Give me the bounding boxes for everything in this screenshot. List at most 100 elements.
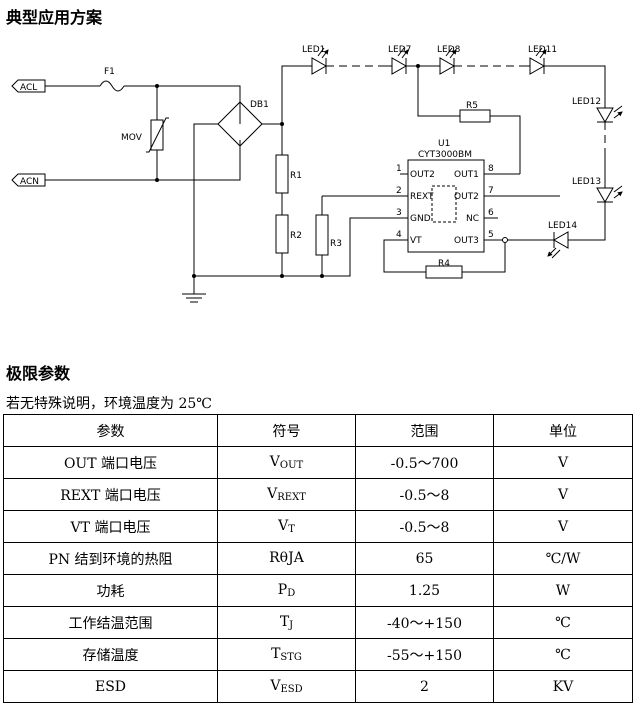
- cell-param: VT 端口电压: [3, 510, 218, 543]
- led7-label: LED7: [388, 45, 411, 55]
- led11-label: LED11: [528, 45, 557, 55]
- led14-label: LED14: [548, 221, 577, 231]
- pin-number-4: 4: [396, 230, 402, 240]
- pin-number-8: 8: [488, 164, 494, 174]
- cell-range: 2: [355, 670, 494, 703]
- table-row: REXT 端口电压 VREXT -0.5～8 V: [3, 478, 633, 511]
- cell-param: 存储温度: [3, 638, 218, 671]
- header-range: 范围: [355, 414, 494, 447]
- pin-out3: OUT3: [454, 236, 479, 246]
- pin-vt: VT: [410, 236, 422, 246]
- resistor-r5: [459, 109, 491, 123]
- pin-number-7: 7: [488, 186, 494, 196]
- table-row: 工作结温范围 TJ -40～+150 ℃: [3, 606, 633, 639]
- led1-icon: [311, 57, 328, 75]
- pin-gnd: GND: [410, 214, 431, 224]
- circuit-diagram: ACL ACN F1 MOV DB1 R1 R2 R3 R4 R5 LED1 L…: [11, 45, 639, 303]
- cell-unit: V: [493, 446, 633, 479]
- cell-unit: ℃: [493, 606, 633, 639]
- cell-range: -55～+150: [355, 638, 494, 671]
- cell-symbol: VREXT: [217, 478, 356, 511]
- header-symbol: 符号: [217, 414, 356, 447]
- table-row: 功耗 PD 1.25 W: [3, 574, 633, 607]
- r1-label: R1: [290, 171, 302, 181]
- ambient-note: 若无特殊说明，环境温度为 25℃: [6, 396, 212, 412]
- table-row: 存储温度 TSTG -55～+150 ℃: [3, 638, 633, 671]
- led1-label: LED1: [302, 45, 325, 55]
- bridge-rectifier-db1: [217, 101, 263, 147]
- cell-param: 工作结温范围: [3, 606, 218, 639]
- pin-out2-right: OUT2: [454, 192, 479, 202]
- table-row: PN 结到环境的热阻 RθJA 65 ℃/W: [3, 542, 633, 575]
- pin-number-1: 1: [396, 164, 402, 174]
- pin-out2-left: OUT2: [410, 170, 435, 180]
- table-row: OUT 端口电压 VOUT -0.5～700 V: [3, 446, 633, 479]
- led7-icon: [380, 57, 440, 75]
- ic-u1: [407, 159, 485, 253]
- pin-rext: REXT: [410, 192, 434, 202]
- cell-range: -0.5～8: [355, 478, 494, 511]
- led12-label: LED12: [572, 97, 601, 107]
- led14-icon: [505, 231, 569, 249]
- r5-label: R5: [466, 101, 478, 111]
- cell-symbol: VESD: [217, 670, 356, 703]
- limits-table: 参数 符号 范围 单位 OUT 端口电压 VOUT -0.5～700 V REX…: [3, 414, 633, 703]
- cell-param: PN 结到环境的热阻: [3, 542, 218, 575]
- led11-icon: [520, 57, 606, 108]
- led13-label: LED13: [572, 177, 601, 187]
- cell-param: OUT 端口电压: [3, 446, 218, 479]
- acn-label: ACN: [20, 177, 39, 187]
- varistor-mov: [150, 119, 164, 151]
- led12-icon: [596, 107, 614, 124]
- cell-symbol: PD: [217, 574, 356, 607]
- cell-range: 65: [355, 542, 494, 575]
- pin-number-5: 5: [488, 230, 494, 240]
- led13-icon: [596, 150, 614, 204]
- table-row: ESD VESD 2 KV: [3, 670, 633, 703]
- cell-range: 1.25: [355, 574, 494, 607]
- chip-label: CYT3000BM: [418, 150, 472, 160]
- resistor-r2: [275, 214, 289, 254]
- pin-number-2: 2: [396, 186, 402, 196]
- db1-label: DB1: [250, 100, 269, 110]
- r3-label: R3: [330, 239, 342, 249]
- cell-range: -0.5～700: [355, 446, 494, 479]
- mov-label: MOV: [121, 133, 143, 143]
- cell-unit: V: [493, 510, 633, 543]
- cell-param: REXT 端口电压: [3, 478, 218, 511]
- pin-nc: NC: [466, 214, 479, 224]
- f1-label: F1: [104, 67, 115, 77]
- cell-symbol: TJ: [217, 606, 356, 639]
- r2-label: R2: [290, 231, 302, 241]
- pin-number-6: 6: [488, 208, 494, 218]
- resistor-r3: [315, 214, 329, 256]
- led8-label: LED8: [437, 45, 461, 55]
- cell-unit: W: [493, 574, 633, 607]
- table-header-row: 参数 符号 范围 单位: [3, 414, 633, 447]
- cell-symbol: TSTG: [217, 638, 356, 671]
- header-unit: 单位: [493, 414, 633, 447]
- section-title-typical-application: 典型应用方案: [6, 8, 103, 27]
- cell-param: ESD: [3, 670, 218, 703]
- u1-label: U1: [438, 139, 450, 149]
- fuse-f1: [99, 80, 125, 92]
- table-row: VT 端口电压 VT -0.5～8 V: [3, 510, 633, 543]
- cell-unit: V: [493, 478, 633, 511]
- cell-unit: ℃: [493, 638, 633, 671]
- cell-range: -40～+150: [355, 606, 494, 639]
- cell-symbol: RθJA: [217, 542, 356, 575]
- header-param: 参数: [3, 414, 218, 447]
- pin-number-3: 3: [396, 208, 402, 218]
- section-title-absolute-limits: 极限参数: [6, 364, 71, 383]
- led8-icon: [439, 57, 456, 75]
- resistor-r1: [275, 154, 289, 194]
- cell-param: 功耗: [3, 574, 218, 607]
- cell-unit: KV: [493, 670, 633, 703]
- cell-symbol: VT: [217, 510, 356, 543]
- cell-range: -0.5～8: [355, 510, 494, 543]
- cell-symbol: VOUT: [217, 446, 356, 479]
- acl-label: ACL: [20, 83, 37, 93]
- pin-out1: OUT1: [454, 170, 479, 180]
- r4-label: R4: [438, 259, 450, 269]
- cell-unit: ℃/W: [493, 542, 633, 575]
